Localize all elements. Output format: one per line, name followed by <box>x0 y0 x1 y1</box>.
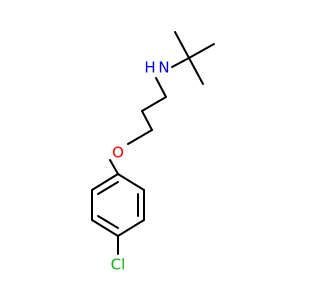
ring-bond-6 <box>117 173 145 191</box>
bond-ch2-ch2 <box>141 96 167 112</box>
bond-tbu-nitrogen <box>171 57 190 68</box>
atom-label-hydrogen: H <box>144 59 155 77</box>
bond-ch2-oxygen <box>127 129 153 145</box>
ring-double-bond-2 <box>97 215 119 229</box>
ring-bond-3 <box>91 219 119 237</box>
ring-bond-1 <box>91 173 119 191</box>
bond-ch2-ch2-oxygen-side <box>141 110 153 131</box>
atom-label-nitrogen: N <box>158 59 169 77</box>
bond-tbu-methyl-bottom <box>188 57 204 85</box>
bond-tbu-methyl-right <box>188 43 215 59</box>
atom-label-oxygen: O <box>112 144 124 162</box>
atom-label-chlorine: Cl <box>111 256 126 274</box>
structure-canvas: H N O Cl <box>91 31 215 274</box>
bond-nitrogen-ch2 <box>155 77 167 98</box>
bond-tbu-methyl-top <box>174 31 190 59</box>
ring-bond-4 <box>117 219 145 237</box>
molecule-diagram: H N O Cl <box>91 31 215 274</box>
bond-oxygen-ring <box>109 159 119 175</box>
ring-double-bond-1 <box>97 181 119 195</box>
